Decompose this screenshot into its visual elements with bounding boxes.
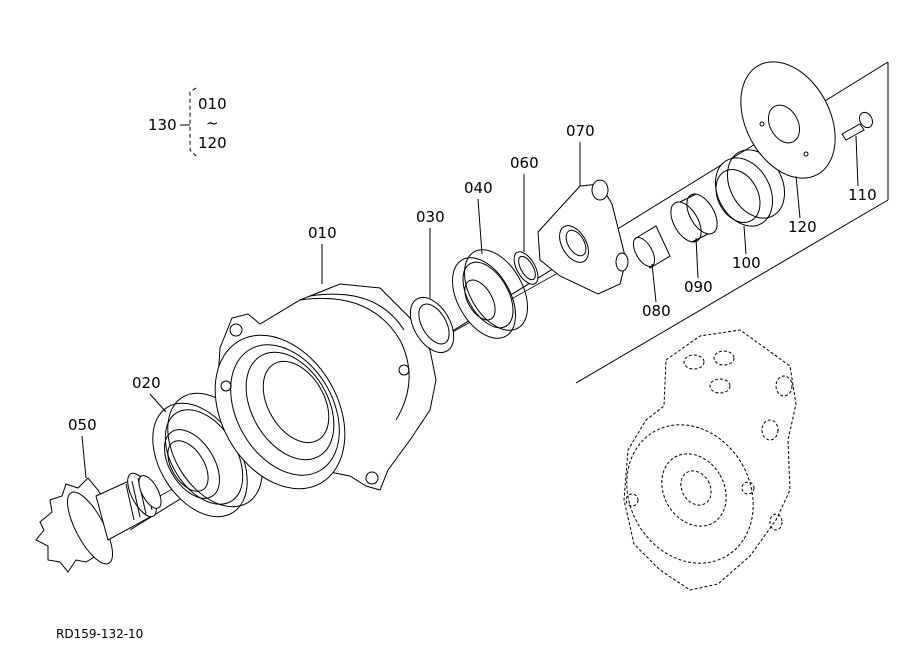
part-label-030[interactable]: 030 <box>416 208 445 226</box>
part-label-080[interactable]: 080 <box>642 302 671 320</box>
cover-plate-120-drawing <box>740 61 836 179</box>
part-label-090[interactable]: 090 <box>684 278 713 296</box>
bolt-110-drawing <box>841 111 873 141</box>
bracket-070-drawing <box>537 179 629 295</box>
gear-100-drawing <box>714 149 786 227</box>
group-range-end: 120 <box>198 134 227 152</box>
part-label-120[interactable]: 120 <box>788 218 817 236</box>
pump-assembly-inset-drawing <box>623 329 797 591</box>
group-range-tilde: ~ <box>206 114 219 132</box>
needle-bearing-090-drawing <box>670 193 718 243</box>
group-callout: 130 010 ~ 120 <box>148 87 227 157</box>
part-label-040[interactable]: 040 <box>464 179 493 197</box>
part-label-060[interactable]: 060 <box>510 154 539 172</box>
part-label-110[interactable]: 110 <box>848 186 877 204</box>
part-label-070[interactable]: 070 <box>566 122 595 140</box>
housing-010-drawing <box>214 283 437 491</box>
sleeve-080-drawing <box>632 225 671 269</box>
part-label-100[interactable]: 100 <box>732 254 761 272</box>
snap-ring-060-drawing <box>513 251 539 285</box>
seal-030-drawing <box>409 297 455 353</box>
group-number[interactable]: 130 <box>148 116 177 134</box>
part-label-010[interactable]: 010 <box>308 224 337 242</box>
part-label-050[interactable]: 050 <box>68 416 97 434</box>
diagram-reference-code: RD159-132-10 <box>56 627 143 641</box>
part-label-020[interactable]: 020 <box>132 374 161 392</box>
pinion-shaft-drawing <box>35 472 162 573</box>
bearing-040-drawing <box>452 249 528 339</box>
part-labels: 010 020 030 040 050 060 070 080 090 100 … <box>68 122 877 479</box>
group-range-start: 010 <box>198 95 227 113</box>
